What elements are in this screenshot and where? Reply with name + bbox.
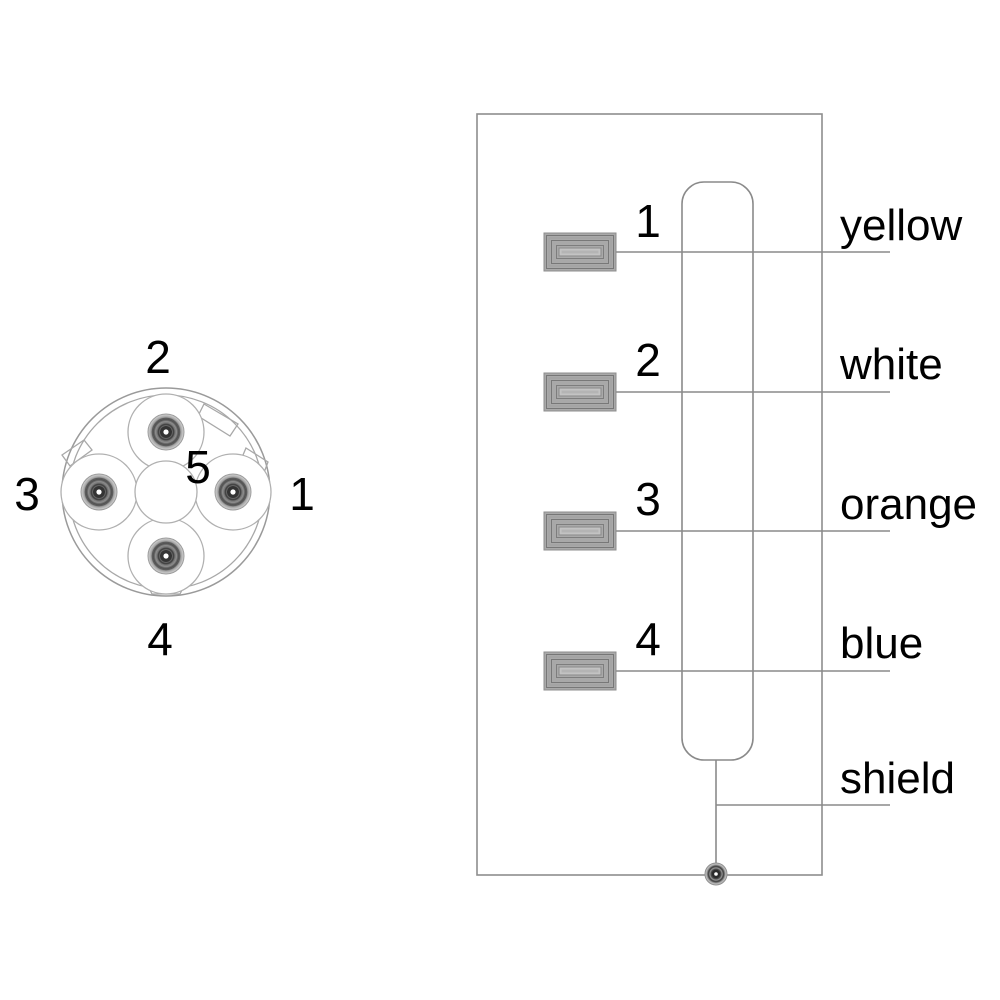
terminal-pin-number-3: 3	[635, 473, 661, 525]
wire-label-orange: orange	[840, 480, 977, 529]
face-pin-number-2: 2	[145, 331, 171, 383]
keying-notch-left	[61, 439, 93, 467]
terminal-pin-number-1: 1	[635, 195, 661, 247]
face-pin-number-1: 1	[289, 468, 315, 520]
wire-label-white: white	[839, 340, 943, 389]
wire-label-blue: blue	[840, 619, 923, 668]
terminal-pin-number-4: 4	[635, 613, 661, 665]
pin-contact-3	[80, 473, 118, 511]
terminal-housing: 1 2 3 4 yellow white orange blue shield	[476, 113, 977, 886]
face-pin-number-5: 5	[185, 441, 211, 493]
wire-label-yellow: yellow	[840, 201, 962, 250]
terminal-pad-1[interactable]	[543, 232, 617, 272]
face-pin-number-3: 3	[14, 468, 40, 520]
terminal-pad-2[interactable]	[543, 372, 617, 412]
terminal-pad-3[interactable]	[543, 511, 617, 551]
pin-contact-2	[147, 413, 185, 451]
terminal-pin-number-2: 2	[635, 334, 661, 386]
pin-contact-4	[147, 537, 185, 575]
pin-contact-1	[214, 473, 252, 511]
shielded-cable-outline	[681, 181, 754, 761]
keying-notch-top-right	[197, 403, 239, 437]
socket-bore-5-center	[134, 460, 198, 524]
ground-screw[interactable]	[704, 862, 728, 886]
wire-label-shield: shield	[840, 754, 955, 803]
connector-front-view: 2 3 1 4 5	[14, 331, 315, 665]
terminal-pad-4[interactable]	[543, 651, 617, 691]
face-pin-number-4: 4	[147, 613, 173, 665]
housing-outline	[476, 113, 823, 876]
